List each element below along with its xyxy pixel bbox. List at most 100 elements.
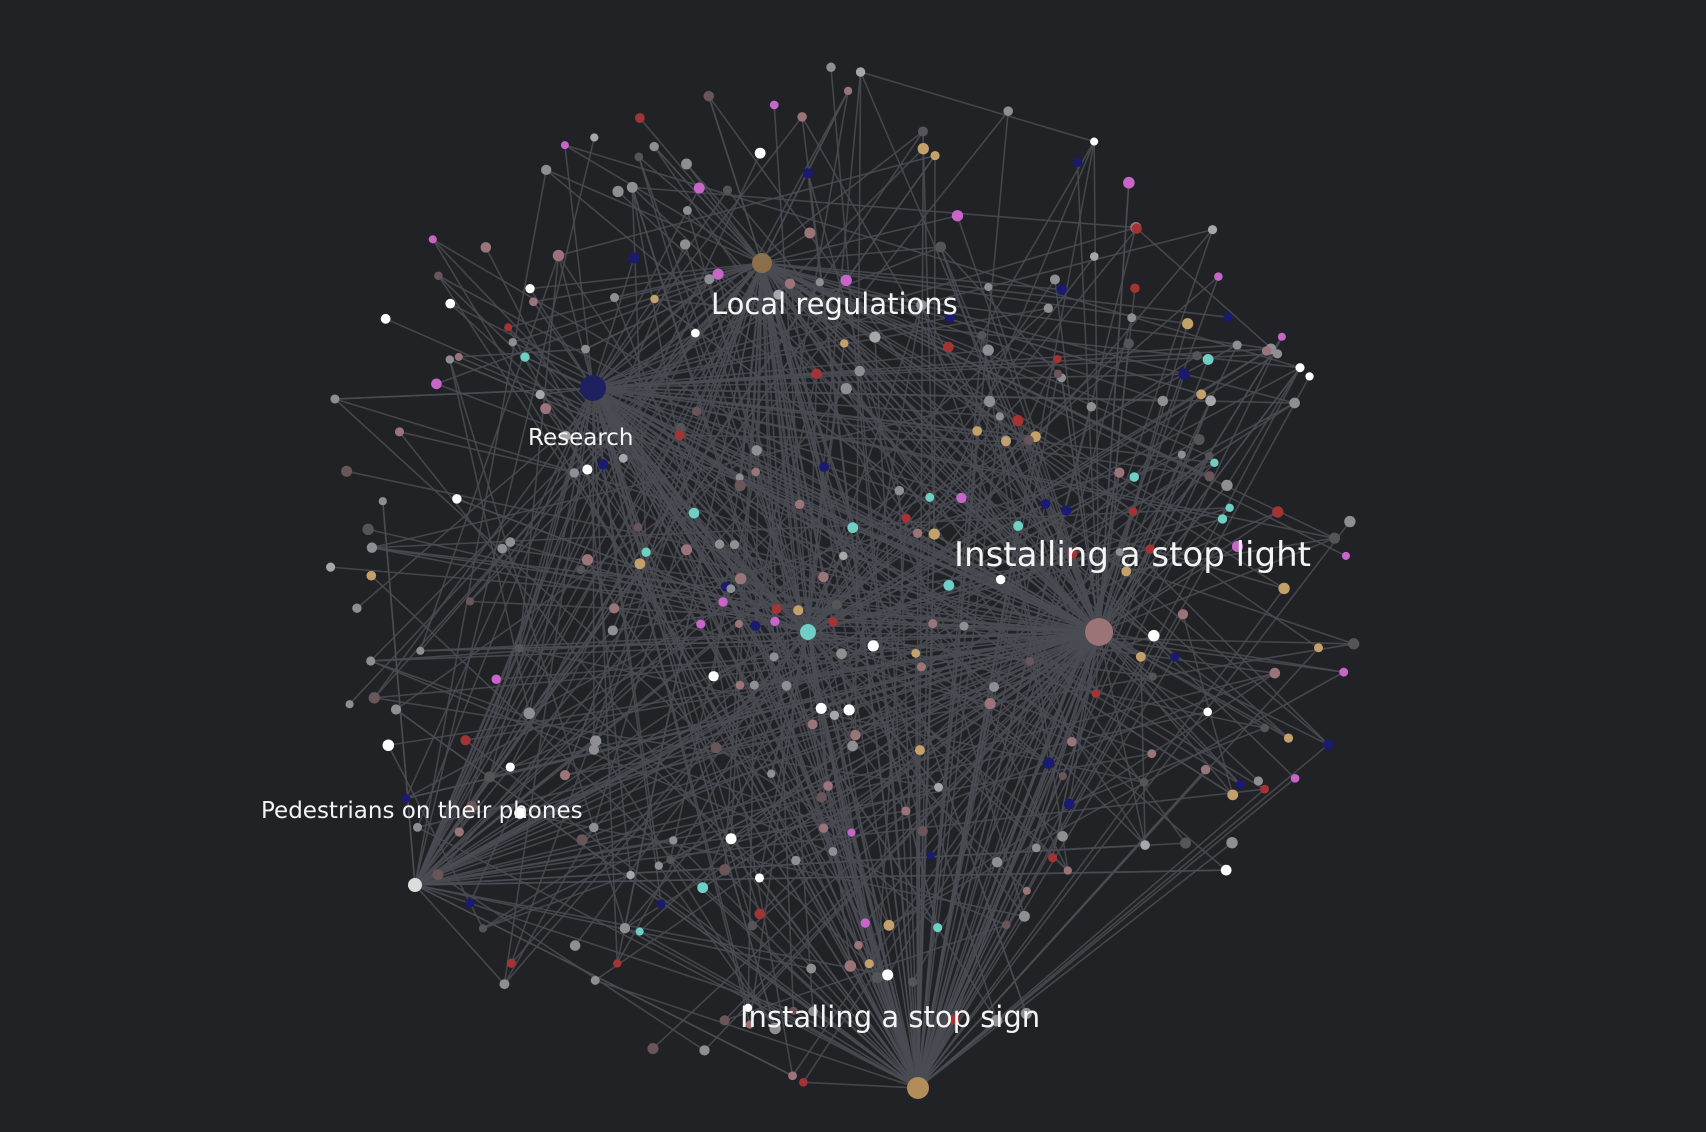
graph-node[interactable] (1018, 910, 1030, 922)
graph-node[interactable] (710, 742, 722, 754)
graph-node[interactable] (839, 551, 848, 561)
graph-node[interactable] (613, 959, 622, 968)
graph-node[interactable] (569, 940, 581, 951)
graph-node[interactable] (829, 710, 840, 720)
graph-node[interactable] (714, 539, 725, 549)
graph-node[interactable] (1063, 866, 1073, 875)
graph-node[interactable] (1177, 450, 1186, 459)
graph-node[interactable] (416, 646, 425, 655)
graph-node[interactable] (1182, 318, 1194, 330)
graph-node[interactable] (560, 430, 571, 441)
graph-node[interactable] (734, 619, 743, 628)
graph-node[interactable] (1283, 733, 1294, 743)
graph-node[interactable] (380, 313, 391, 324)
graph-node[interactable] (745, 1020, 754, 1029)
graph-node[interactable] (465, 800, 478, 813)
graph-node[interactable] (1067, 549, 1078, 559)
graph-node[interactable] (1207, 225, 1218, 235)
graph-node[interactable] (1061, 505, 1072, 516)
graph-node[interactable] (802, 168, 814, 179)
graph-node[interactable] (560, 141, 569, 150)
graph-node[interactable] (854, 365, 865, 377)
graph-node[interactable] (1261, 346, 1272, 356)
graph-node[interactable] (1192, 351, 1202, 361)
graph-node[interactable] (674, 429, 685, 441)
graph-node[interactable] (366, 570, 377, 581)
graph-node[interactable] (734, 573, 747, 585)
graph-node[interactable] (1140, 840, 1150, 850)
graph-node[interactable] (610, 293, 620, 303)
graph-node[interactable] (656, 899, 666, 909)
graph-node[interactable] (1223, 312, 1233, 322)
graph-node[interactable] (729, 540, 740, 550)
graph-node[interactable] (699, 1045, 710, 1056)
graph-node[interactable] (949, 1014, 960, 1025)
graph-node[interactable] (828, 616, 838, 627)
graph-node[interactable] (1231, 540, 1244, 552)
node-label-pedestrians[interactable]: Pedestrians on their phones (261, 798, 583, 824)
graph-node[interactable] (576, 834, 588, 846)
graph-node[interactable] (959, 621, 969, 631)
graph-node[interactable] (934, 782, 943, 792)
graph-node[interactable] (366, 542, 378, 553)
graph-node[interactable] (1295, 363, 1305, 373)
graph-node[interactable] (871, 972, 883, 984)
graph-node[interactable] (1278, 582, 1290, 595)
graph-node[interactable] (1272, 506, 1284, 518)
graph-node[interactable] (928, 619, 938, 629)
graph-node[interactable] (1205, 451, 1214, 461)
graph-node[interactable] (552, 249, 565, 262)
graph-node[interactable] (912, 528, 923, 538)
graph-node[interactable] (901, 513, 911, 523)
graph-node[interactable] (747, 920, 758, 931)
graph-node[interactable] (1128, 507, 1138, 516)
graph-node[interactable] (1289, 397, 1300, 409)
graph-node[interactable] (942, 341, 954, 353)
graph-node[interactable] (1214, 272, 1223, 281)
graph-node[interactable] (1305, 372, 1314, 381)
graph-node[interactable] (506, 958, 517, 968)
graph-node[interactable] (1139, 777, 1149, 787)
graph-node[interactable] (808, 1006, 818, 1017)
graph-node[interactable] (1127, 313, 1137, 323)
graph-node[interactable] (454, 827, 464, 837)
graph-node[interactable] (525, 283, 535, 294)
graph-node[interactable] (1049, 274, 1060, 285)
graph-node[interactable] (916, 662, 926, 672)
graph-node[interactable] (1114, 467, 1125, 478)
graph-node[interactable] (823, 781, 833, 791)
graph-node[interactable] (598, 459, 609, 470)
graph-node[interactable] (930, 150, 940, 161)
graph-node[interactable] (828, 846, 838, 856)
graph-node[interactable] (445, 298, 456, 309)
graph-node[interactable] (951, 210, 964, 222)
graph-node[interactable] (432, 869, 444, 881)
graph-node[interactable] (767, 769, 776, 778)
graph-node[interactable] (675, 422, 686, 433)
graph-node[interactable] (719, 864, 731, 876)
graph-node[interactable] (1048, 853, 1058, 863)
graph-node[interactable] (588, 744, 600, 755)
graph-node[interactable] (712, 268, 724, 280)
graph-node[interactable] (815, 702, 827, 714)
graph-node[interactable] (540, 403, 552, 415)
graph-node[interactable] (634, 152, 644, 162)
graph-node[interactable] (799, 1077, 808, 1087)
hub-node-stop-light[interactable] (1085, 618, 1113, 646)
graph-node[interactable] (844, 960, 857, 972)
graph-node[interactable] (619, 922, 631, 934)
graph-node[interactable] (1314, 643, 1324, 653)
graph-node[interactable] (882, 969, 894, 981)
graph-node[interactable] (1148, 672, 1157, 681)
graph-node[interactable] (633, 522, 643, 532)
graph-node[interactable] (529, 297, 538, 307)
graph-node[interactable] (1226, 836, 1238, 849)
graph-node[interactable] (826, 62, 836, 73)
graph-node[interactable] (806, 963, 817, 974)
graph-node[interactable] (1020, 1007, 1032, 1020)
graph-node[interactable] (505, 537, 516, 547)
graph-node[interactable] (1180, 837, 1192, 849)
graph-node[interactable] (818, 461, 830, 473)
